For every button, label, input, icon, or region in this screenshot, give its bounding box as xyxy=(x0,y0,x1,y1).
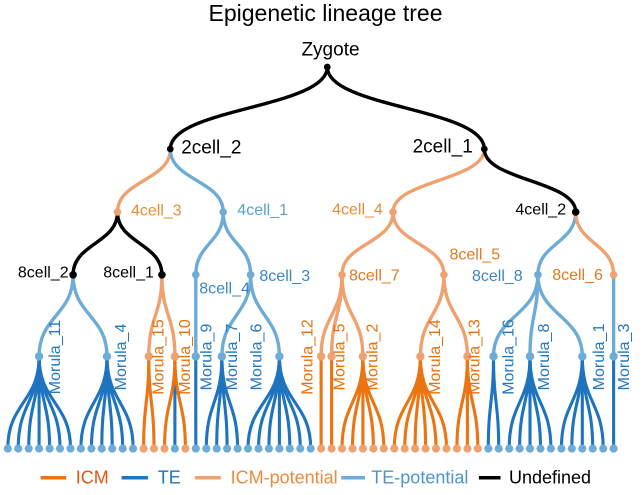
svg-text:4cell_2: 4cell_2 xyxy=(515,202,566,219)
svg-text:4cell_3: 4cell_3 xyxy=(131,202,182,219)
svg-text:4cell_4: 4cell_4 xyxy=(332,202,383,219)
svg-text:4cell_1: 4cell_1 xyxy=(237,202,288,219)
svg-text:2cell_2: 2cell_2 xyxy=(181,137,241,158)
svg-text:2cell_1: 2cell_1 xyxy=(413,136,473,157)
svg-text:Morula_6: Morula_6 xyxy=(248,324,265,391)
svg-text:Zygote: Zygote xyxy=(301,40,359,61)
svg-text:8cell_7: 8cell_7 xyxy=(349,268,400,285)
svg-text:Morula_12: Morula_12 xyxy=(300,319,317,395)
svg-text:TE-potential: TE-potential xyxy=(371,468,468,488)
svg-text:Morula_10: Morula_10 xyxy=(177,319,194,395)
svg-text:8cell_2: 8cell_2 xyxy=(18,265,69,282)
svg-text:Morula_8: Morula_8 xyxy=(536,324,553,391)
svg-text:Morula_11: Morula_11 xyxy=(47,320,64,395)
svg-text:Epigenetic lineage tree: Epigenetic lineage tree xyxy=(209,0,443,26)
svg-text:Morula_3: Morula_3 xyxy=(616,324,633,391)
svg-text:Undefined: Undefined xyxy=(509,468,591,488)
svg-text:8cell_4: 8cell_4 xyxy=(199,281,250,298)
svg-text:8cell_3: 8cell_3 xyxy=(259,268,310,285)
svg-text:8cell_6: 8cell_6 xyxy=(552,267,603,284)
svg-text:Morula_14: Morula_14 xyxy=(427,319,444,395)
svg-text:Morula_16: Morula_16 xyxy=(501,319,518,395)
svg-text:Morula_13: Morula_13 xyxy=(466,319,483,395)
svg-text:ICM-potential: ICM-potential xyxy=(231,468,338,488)
svg-text:8cell_1: 8cell_1 xyxy=(103,265,154,282)
svg-text:8cell_5: 8cell_5 xyxy=(450,247,501,264)
svg-text:Morula_1: Morula_1 xyxy=(591,324,608,391)
svg-text:Morula_9: Morula_9 xyxy=(198,324,215,391)
svg-text:TE: TE xyxy=(158,468,181,488)
svg-text:Morula_4: Morula_4 xyxy=(113,324,130,391)
svg-text:8cell_8: 8cell_8 xyxy=(472,268,523,285)
svg-text:Morula_7: Morula_7 xyxy=(224,324,241,391)
svg-text:Morula_15: Morula_15 xyxy=(150,319,167,395)
svg-text:Morula_2: Morula_2 xyxy=(365,324,382,391)
svg-text:ICM: ICM xyxy=(76,468,109,488)
svg-text:Morula_5: Morula_5 xyxy=(331,324,348,391)
